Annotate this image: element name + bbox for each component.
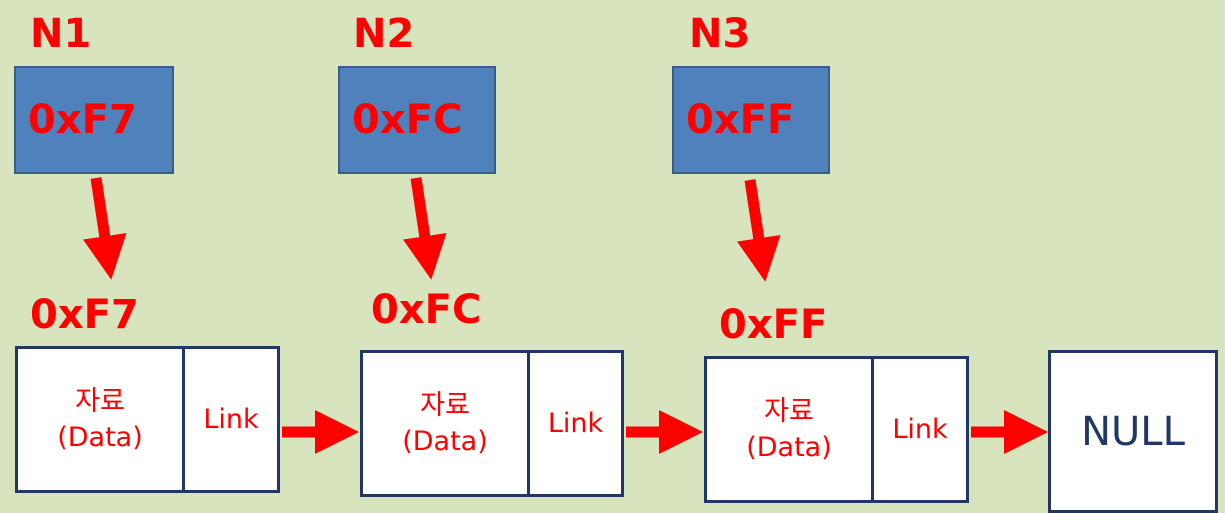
pointer-label-n2: N2 xyxy=(353,11,415,57)
node-address-2: 0xFC xyxy=(371,287,482,333)
node-data-field: 자료 (Data) xyxy=(707,359,874,500)
node-data-field: 자료 (Data) xyxy=(18,349,185,490)
list-node-1: 자료 (Data) Link xyxy=(15,346,280,493)
list-node-3: 자료 (Data) Link xyxy=(704,356,969,503)
list-node-2: 자료 (Data) Link xyxy=(360,350,624,497)
node-data-sublabel: (Data) xyxy=(746,431,832,463)
pointer-arrow-n2 xyxy=(402,177,447,280)
pointer-label-n1: N1 xyxy=(30,11,92,57)
node-data-label: 자료 xyxy=(75,386,125,418)
node-data-label: 자료 xyxy=(764,396,814,428)
pointer-arrow-n3 xyxy=(736,179,781,282)
null-terminator: NULL xyxy=(1048,350,1218,513)
pointer-value-n3: 0xFF xyxy=(686,97,795,143)
node-data-sublabel: (Data) xyxy=(402,425,488,457)
node-data-field: 자료 (Data) xyxy=(363,353,530,494)
node-address-1: 0xF7 xyxy=(30,292,139,338)
pointer-label-n3: N3 xyxy=(689,11,751,57)
node-link-field: Link xyxy=(530,353,621,494)
pointer-box-n3: 0xFF xyxy=(672,66,830,174)
node-link-field: Link xyxy=(185,349,277,490)
node-data-sublabel: (Data) xyxy=(57,421,143,453)
pointer-value-n2: 0xFC xyxy=(352,97,463,143)
node-link-field: Link xyxy=(874,359,966,500)
node-data-label: 자료 xyxy=(420,390,470,422)
pointer-value-n1: 0xF7 xyxy=(28,97,137,143)
node-link-label: Link xyxy=(203,404,259,435)
pointer-box-n1: 0xF7 xyxy=(14,66,174,174)
node-link-label: Link xyxy=(547,408,604,439)
pointer-arrow-n1 xyxy=(82,177,127,280)
node-address-3: 0xFF xyxy=(719,302,828,348)
node-link-label: Link xyxy=(892,414,948,445)
null-label: NULL xyxy=(1081,408,1185,455)
pointer-box-n2: 0xFC xyxy=(338,66,496,174)
